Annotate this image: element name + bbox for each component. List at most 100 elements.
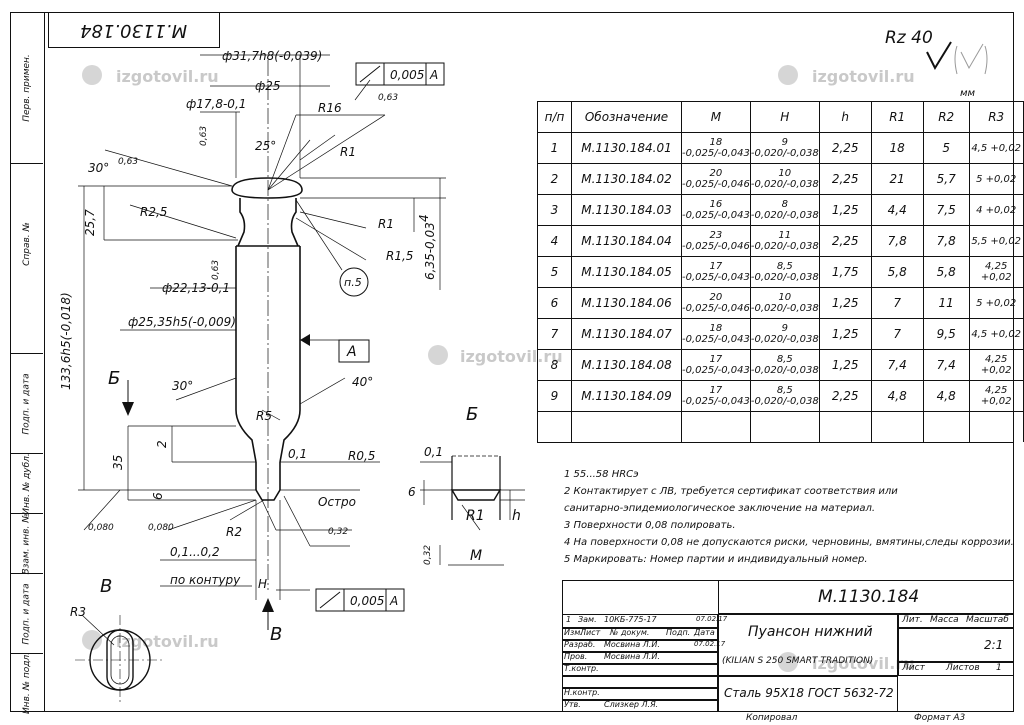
roughness-check-icon	[926, 41, 988, 75]
watermark-logo-icon	[428, 345, 448, 365]
col-header: R3	[968, 101, 1024, 133]
table-cell: М.1130.184.05	[571, 256, 682, 288]
head-cell: Лист	[580, 628, 601, 637]
table-cell	[968, 411, 1024, 442]
table-cell: 5,8	[870, 256, 924, 288]
table-cell: 1,25	[818, 349, 872, 381]
watermark: izgotovil.ru	[460, 347, 563, 366]
table-cell: 5 +0,02	[968, 287, 1024, 319]
table-cell: 20 -0,025/-0,046	[681, 163, 751, 195]
dim-6: 6	[151, 492, 165, 500]
table-cell: 4,25 +0,02	[968, 380, 1024, 412]
col-header: R2	[922, 101, 970, 133]
watermark-logo-icon	[82, 630, 102, 650]
watermark: izgotovil.ru	[812, 67, 915, 86]
strip-cell: Инв. № подл.	[11, 651, 43, 714]
table-cell: 7,8	[922, 225, 970, 257]
roughness-080: 0,080	[148, 523, 174, 533]
table-cell: 10 -0,020/-0,038	[749, 287, 820, 319]
section-title-b: Б	[466, 404, 478, 425]
role-name: Мосвина Л.И.	[604, 640, 660, 649]
table-cell: 10 -0,020/-0,038	[749, 163, 820, 195]
watermark: izgotovil.ru	[116, 632, 219, 651]
dim-01-02: 0,1...0,2	[170, 545, 220, 559]
dim-r1b: R1	[378, 217, 394, 231]
dim-d17: ф17,8-0,1	[186, 97, 246, 111]
table-cell: 5	[537, 256, 572, 288]
role-row	[562, 700, 718, 712]
view-mark-v: В	[270, 624, 282, 645]
dim-d22: ф22,13-0,1	[162, 281, 230, 295]
watermark: izgotovil.ru	[812, 654, 915, 673]
table-cell: 7	[870, 287, 924, 319]
dim-01b: 0,1	[424, 445, 443, 459]
table-cell: 21	[870, 163, 924, 195]
table-cell	[818, 411, 872, 442]
part-drawing: ф31,7h8(-0,039) ф25 ф17,8-0,1 R16 R1 R1 …	[59, 49, 525, 705]
table-cell: 2,25	[818, 225, 872, 257]
table-row-empty	[537, 411, 1024, 442]
roughness-063: 0,63	[211, 260, 221, 280]
col-header: R1	[870, 101, 924, 133]
technical-notes: 1 55...58 HRCэ 2 Контактирует с ЛВ, треб…	[564, 466, 1014, 568]
table-cell: 2,25	[818, 132, 872, 164]
role-date: 07.02.17	[694, 640, 726, 648]
note-line: санитарно-эпидемиологическое заключение …	[564, 503, 876, 514]
note-line: 3 Поверхности 0,08 полировать.	[564, 520, 736, 531]
table-cell: 16 -0,025/-0,043	[681, 194, 751, 226]
roughness-032: 0,32	[423, 545, 433, 565]
table-cell: М.1130.184.09	[571, 380, 682, 412]
format-label: Формат А3	[914, 713, 966, 723]
tolerance-value: 0,005	[390, 68, 424, 82]
note-line: 4 На поверхности 0,08 не допускаются рис…	[564, 537, 1014, 548]
table-cell: 2,25	[818, 380, 872, 412]
roughness-032: 0,32	[328, 527, 348, 537]
roughness-063: 0,63	[118, 157, 138, 167]
angle-25: 25°	[255, 139, 276, 153]
dim-01a: 0,1	[288, 447, 307, 461]
table-cell: 4,25 +0,02	[968, 256, 1024, 288]
table-cell: 4,5 +0,02	[968, 132, 1024, 164]
table-cell	[870, 411, 924, 442]
dim-35: 35	[111, 455, 125, 470]
table-cell: 11	[922, 287, 970, 319]
role-name: Мосвина Л.И.	[604, 652, 660, 661]
dim-1336: 133,6h5(-0,018)	[59, 292, 73, 390]
note-line: 1 55...58 HRCэ	[564, 469, 639, 480]
table-cell: 20 -0,025/-0,046	[681, 287, 751, 319]
table-cell: 18 -0,025/-0,043	[681, 318, 751, 350]
lit-label: Лит.	[902, 615, 923, 625]
table-cell: 7,4	[922, 349, 970, 381]
role-row	[562, 652, 718, 664]
role-role: Пров.	[564, 652, 588, 661]
datum-a: A	[346, 344, 357, 360]
table-cell: 1,25	[818, 194, 872, 226]
strip-cell: Взам. инв. №	[11, 513, 43, 574]
table-cell: 8,5 -0,020/-0,038	[749, 380, 820, 412]
roughness-080: 0,080	[88, 523, 114, 533]
head-cell: Изм.	[564, 628, 583, 637]
tolerance-datum: A	[429, 68, 438, 82]
table-cell: М.1130.184.06	[571, 287, 682, 319]
role-row	[562, 664, 718, 676]
dim-d2535: ф25,35h5(-0,009)	[128, 315, 236, 329]
table-cell: 4,8	[922, 380, 970, 412]
strip-cell: Справ. №	[11, 163, 43, 323]
dim-635: 6,35-0,03	[423, 222, 437, 280]
strip-cell: Инв. № дубл.	[11, 453, 43, 514]
designation-cell	[718, 580, 1014, 614]
rotated-doc-code: М.1130.184	[48, 12, 220, 48]
part-name: Пуансон нижний	[748, 624, 873, 640]
table-cell: 4,8	[870, 380, 924, 412]
head-cell: № докум.	[610, 628, 650, 637]
sheets-label: Листов	[946, 663, 980, 673]
name-cell	[718, 614, 898, 676]
table-cell	[571, 411, 682, 442]
